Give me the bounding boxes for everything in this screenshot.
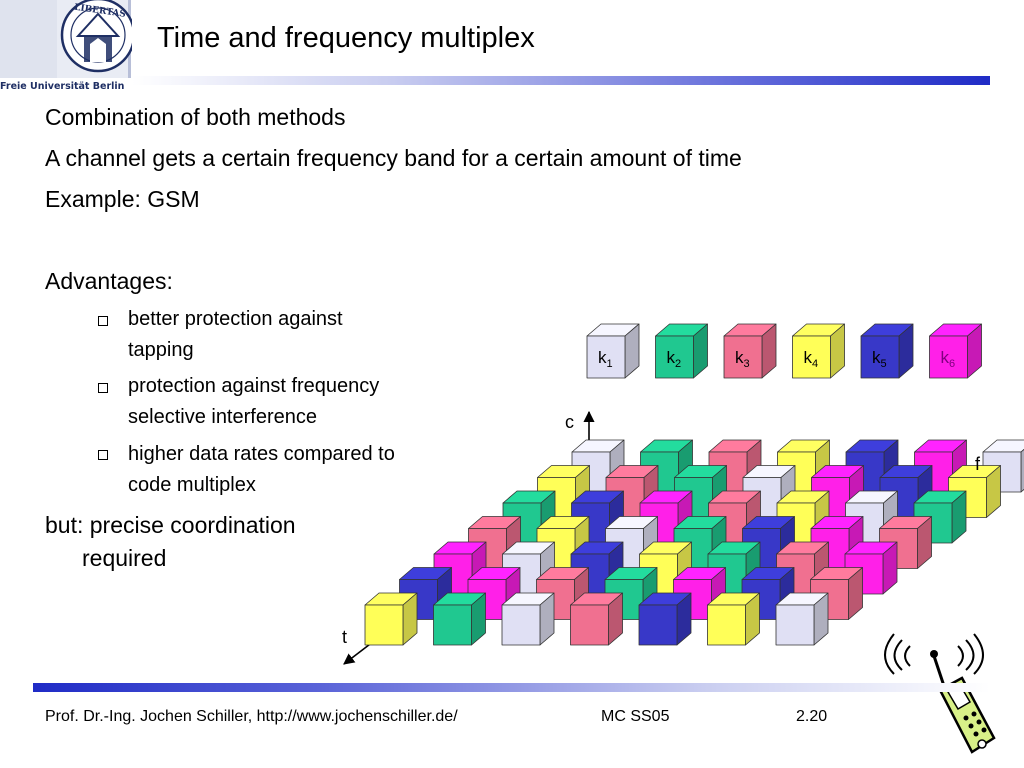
legend-label-k3: k3 <box>735 348 750 370</box>
university-seal-icon <box>0 0 132 96</box>
legend-label-k4: k4 <box>804 348 819 370</box>
legend-label-k1: k1 <box>598 348 613 370</box>
cube-front-face <box>586 335 626 379</box>
cube-front-face <box>501 604 541 646</box>
legend-label-k2: k2 <box>667 348 682 370</box>
legend-cube-k6: k6 <box>929 323 982 379</box>
channel-legend: k1 k2 k3 k4 k5 k6 <box>586 323 982 379</box>
cube-front-face <box>655 335 694 379</box>
cube-front-face <box>775 604 815 646</box>
footer-divider <box>33 683 990 692</box>
advantage-1-line-2: tapping <box>128 339 194 361</box>
legend-cube-k5: k5 <box>860 323 914 379</box>
university-logo: veritas iustitia libertas LIBERTAS Freie… <box>0 0 132 96</box>
cube-front-face <box>364 604 404 646</box>
cube-front-face <box>792 335 831 379</box>
cube-front-face <box>723 335 763 379</box>
footer-author: Prof. Dr.-Ing. Jochen Schiller, http://w… <box>45 708 458 725</box>
c-axis-label: c <box>565 412 574 432</box>
advantage-1-line-1: better protection against <box>128 308 343 330</box>
checkbox-bullet-icon <box>98 450 108 460</box>
checkbox-bullet-icon <box>98 316 108 326</box>
advantage-2-line-2: selective interference <box>128 406 317 428</box>
advantage-2-line-1: protection against frequency <box>128 375 380 397</box>
cube-front-face <box>707 604 746 646</box>
footer-page-number: 2.20 <box>796 708 828 725</box>
legend-cube-k3: k3 <box>723 323 777 379</box>
cube-front-face <box>570 604 609 646</box>
grid-cube-k3 <box>570 592 623 646</box>
cube-front-face <box>929 335 968 379</box>
legend-cube-k1: k1 <box>586 323 640 379</box>
footer-course: MC SS05 <box>601 708 670 725</box>
grid-cube-k5 <box>638 592 692 646</box>
legend-cube-k2: k2 <box>655 323 708 379</box>
advantages-heading: Advantages: <box>45 268 173 294</box>
grid-cube-k4 <box>707 592 760 646</box>
drawback-line-1: but: precise coordination <box>45 512 296 538</box>
grid-cube-k1 <box>775 592 829 646</box>
f-axis-label: f <box>975 454 981 474</box>
checkbox-bullet-icon <box>98 383 108 393</box>
advantage-3-line-1: higher data rates compared to <box>128 443 395 465</box>
title-divider <box>132 76 990 85</box>
grid-cube-k4 <box>364 592 418 646</box>
page-title: Time and frequency multiplex <box>157 22 535 54</box>
grid-cube-k2 <box>433 592 486 646</box>
t-axis-label: t <box>342 627 347 647</box>
logo-university-name: Freie Universität Berlin <box>0 81 125 92</box>
legend-label-k5: k5 <box>872 348 887 370</box>
advantage-3-line-2: code multiplex <box>128 474 256 496</box>
cube-front-face <box>860 335 900 379</box>
cube-top-face <box>982 439 1024 453</box>
channel-block-grid <box>364 439 1024 646</box>
bullet-channel: A channel gets a certain frequency band … <box>45 145 742 171</box>
grid-cube-k6 <box>811 465 864 518</box>
seal-lettering: LIBERTAS <box>73 3 126 20</box>
cube-front-face <box>433 604 472 646</box>
legend-cube-k4: k4 <box>792 323 845 379</box>
cube-front-face <box>638 604 678 646</box>
bullet-combination: Combination of both methods <box>45 104 346 130</box>
grid-cube-k4 <box>948 465 1001 518</box>
grid-cube-k1 <box>501 592 555 646</box>
bullet-example: Example: GSM <box>45 186 200 212</box>
legend-label-k6: k6 <box>941 348 956 370</box>
mobile-phone-icon <box>884 633 996 754</box>
drawback-line-2: required <box>82 545 167 571</box>
